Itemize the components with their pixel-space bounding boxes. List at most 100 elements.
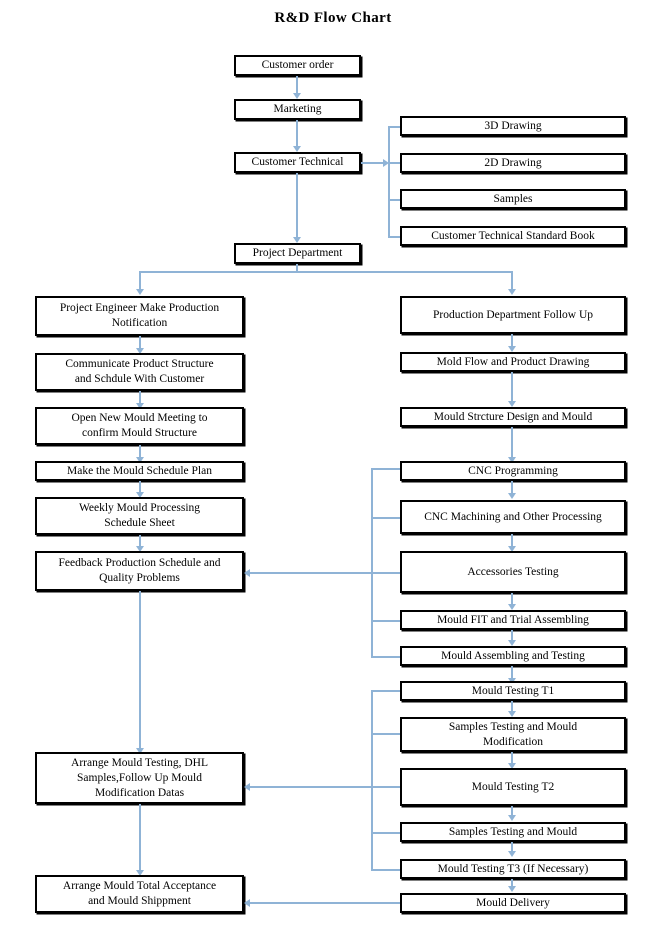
- arrowhead-down: [508, 346, 516, 352]
- node-customer-order[interactable]: Customer order: [234, 55, 361, 76]
- connector-right-2-3: [511, 372, 513, 402]
- connector-right-11-12: [511, 806, 513, 817]
- bus-stub-cnc-programming: [371, 468, 400, 470]
- connector-left-4-5: [139, 481, 141, 494]
- arrowhead-left: [244, 569, 250, 577]
- arrowhead-down: [136, 748, 144, 754]
- feedback-arrow-to-feedback-production: [249, 572, 371, 574]
- arrowhead-down: [136, 870, 144, 876]
- node-communicate-product-structure[interactable]: Communicate Product Structure and Schdul…: [35, 353, 244, 391]
- page-title: R&D Flow Chart: [274, 10, 392, 26]
- connector-left-3-4: [139, 445, 141, 459]
- node-open-new-mould-meeting[interactable]: Open New Mould Meeting to confirm Mould …: [35, 407, 244, 445]
- connector-right-3-4: [511, 427, 513, 458]
- arrowhead-down: [508, 640, 516, 646]
- connector-left-7-8: [139, 804, 141, 872]
- bus-testing: [371, 690, 373, 870]
- arrowhead-down: [293, 237, 301, 243]
- node-accessories-testing[interactable]: Accessories Testing: [400, 551, 626, 593]
- node-samples-testing-mould-modification[interactable]: Samples Testing and Mould Modification: [400, 717, 626, 752]
- bus-stub-mould-testing-t2: [371, 786, 400, 788]
- bus-split-right-drop: [511, 271, 513, 291]
- node-customer-technical-standard-book[interactable]: Customer Technical Standard Book: [400, 226, 626, 246]
- arrowhead-down: [136, 457, 144, 463]
- arrowhead-down: [293, 93, 301, 99]
- arrowhead-left: [244, 783, 250, 791]
- bus-machining: [371, 468, 373, 657]
- feedback-arrow-to-arrange-mould-testing: [249, 786, 371, 788]
- bus-stub-accessories-testing: [371, 572, 400, 574]
- arrowhead-down: [508, 493, 516, 499]
- connector-marketing-to-customer-technical: [296, 120, 298, 147]
- arrowhead-down: [508, 815, 516, 821]
- bus-split-left-drop: [139, 271, 141, 291]
- connector-right-5-6: [511, 534, 513, 548]
- arrowhead-down: [508, 886, 516, 892]
- node-arrange-mould-total-acceptance[interactable]: Arrange Mould Total Acceptance and Mould…: [35, 875, 244, 913]
- node-mould-testing-t3[interactable]: Mould Testing T3 (If Necessary): [400, 859, 626, 879]
- bus-stub-samples-testing-modification: [371, 733, 400, 735]
- node-feedback-production-schedule[interactable]: Feedback Production Schedule and Quality…: [35, 551, 244, 591]
- arrowhead-down: [508, 401, 516, 407]
- connector-ct-to-bus: [361, 162, 385, 164]
- connector-ct-to-project-dept: [296, 173, 298, 238]
- connector-left-6-7: [139, 591, 141, 750]
- connector-order-to-marketing: [296, 76, 298, 94]
- node-mould-testing-t2[interactable]: Mould Testing T2: [400, 768, 626, 806]
- arrowhead-down: [508, 604, 516, 610]
- bus-stub-3d: [388, 126, 400, 128]
- bus-stub-mould-testing-t3: [371, 869, 400, 871]
- node-mould-delivery[interactable]: Mould Delivery: [400, 893, 626, 913]
- node-mold-flow-and-product-drawing[interactable]: Mold Flow and Product Drawing: [400, 352, 626, 372]
- bus-stub-mould-testing-t1: [371, 690, 400, 692]
- node-project-engineer-make-production-notification[interactable]: Project Engineer Make Production Notific…: [35, 296, 244, 336]
- connector-right-7-8: [511, 630, 513, 642]
- arrowhead-down: [508, 763, 516, 769]
- bus-stub-samples-testing: [371, 832, 400, 834]
- node-2d-drawing[interactable]: 2D Drawing: [400, 153, 626, 173]
- connector-project-dept-down: [296, 264, 298, 272]
- arrowhead-down: [136, 546, 144, 552]
- arrowhead-right: [383, 159, 389, 167]
- node-cnc-programming[interactable]: CNC Programming: [400, 461, 626, 481]
- node-marketing[interactable]: Marketing: [234, 99, 361, 120]
- node-samples[interactable]: Samples: [400, 189, 626, 209]
- bus-stub-mould-assembling: [371, 656, 400, 658]
- node-customer-technical[interactable]: Customer Technical: [234, 152, 361, 173]
- node-production-department-follow-up[interactable]: Production Department Follow Up: [400, 296, 626, 334]
- connector-right-6-7: [511, 593, 513, 606]
- arrowhead-down: [508, 546, 516, 552]
- bus-stub-2d: [388, 162, 400, 164]
- arrowhead-down: [508, 711, 516, 717]
- node-make-mould-schedule-plan[interactable]: Make the Mould Schedule Plan: [35, 461, 244, 481]
- node-mould-fit-trial-assembling[interactable]: Mould FIT and Trial Assembling: [400, 610, 626, 630]
- arrowhead-down: [136, 403, 144, 409]
- connector-right-8-9: [511, 666, 513, 680]
- bus-stub-mould-fit: [371, 620, 400, 622]
- connector-right-9-10: [511, 701, 513, 713]
- node-mould-structure-design[interactable]: Mould Strcture Design and Mould: [400, 407, 626, 427]
- node-cnc-machining-other-processing[interactable]: CNC Machining and Other Processing: [400, 500, 626, 534]
- bus-stub-samples: [388, 199, 400, 201]
- connector-right-10-11: [511, 752, 513, 765]
- bus-deliverables: [388, 126, 390, 238]
- node-3d-drawing[interactable]: 3D Drawing: [400, 116, 626, 136]
- arrowhead-down: [136, 289, 144, 295]
- bus-stub-standard-book: [388, 236, 400, 238]
- node-mould-testing-t1[interactable]: Mould Testing T1: [400, 681, 626, 701]
- node-samples-testing-and-mould[interactable]: Samples Testing and Mould: [400, 822, 626, 842]
- node-project-department[interactable]: Project Department: [234, 243, 361, 264]
- node-weekly-mould-processing-schedule-sheet[interactable]: Weekly Mould Processing Schedule Sheet: [35, 497, 244, 535]
- node-arrange-mould-testing-dhl[interactable]: Arrange Mould Testing, DHL Samples,Follo…: [35, 752, 244, 804]
- arrowhead-down: [508, 851, 516, 857]
- arrowhead-down: [136, 492, 144, 498]
- connector-left-1-2: [139, 336, 141, 350]
- connector-left-5-6: [139, 535, 141, 548]
- connector-left-2-3: [139, 391, 141, 405]
- node-mould-assembling-testing[interactable]: Mould Assembling and Testing: [400, 646, 626, 666]
- connector-delivery-to-acceptance: [249, 902, 400, 904]
- arrowhead-down: [508, 457, 516, 463]
- arrowhead-down: [293, 146, 301, 152]
- arrowhead-left: [244, 899, 250, 907]
